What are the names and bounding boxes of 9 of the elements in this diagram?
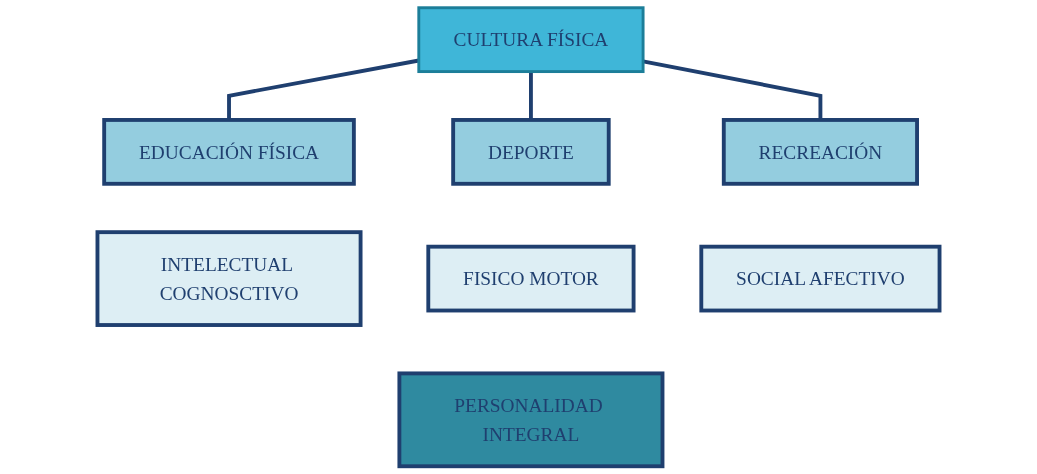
node-box: RECREACIÓN (721, 118, 919, 186)
node-box: INTELECTUAL COGNOSCTIVO (95, 230, 363, 327)
node-box: FISICO MOTOR (426, 244, 636, 313)
node-box: EDUCACIÓN FÍSICA (102, 118, 356, 186)
node-box: SOCIAL AFECTIVO (699, 244, 942, 313)
node-box: PERSONALIDAD INTEGRAL (397, 371, 665, 469)
connector (529, 71, 533, 120)
node-box: DEPORTE (451, 118, 611, 186)
node-box: CULTURA FÍSICA (417, 6, 645, 74)
